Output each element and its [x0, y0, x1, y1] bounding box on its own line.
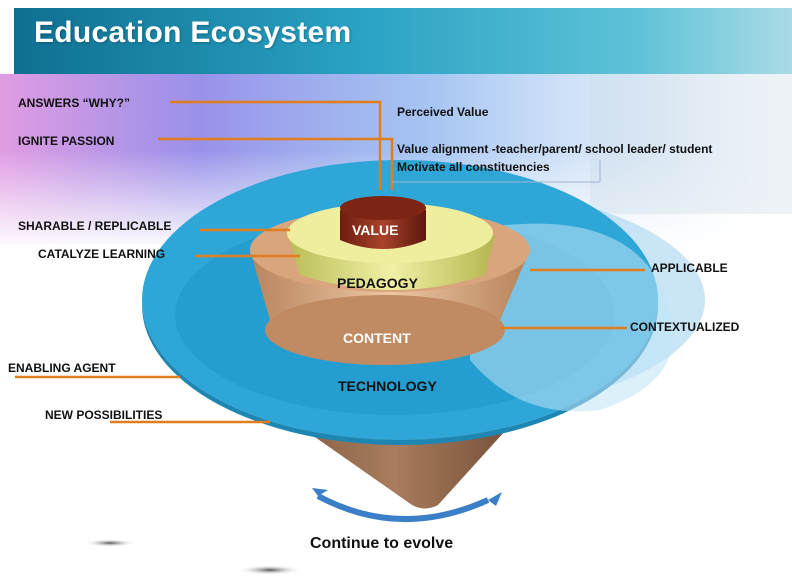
label-enabling-agent: ENABLING AGENT	[8, 361, 116, 375]
label-value-alignment: Value alignment -teacher/parent/ school …	[397, 142, 713, 156]
label-contextualized: CONTEXTUALIZED	[630, 320, 740, 334]
label-answers-why: ANSWERS “WHY?”	[18, 96, 130, 110]
shadow	[84, 539, 136, 547]
label-perceived-value: Perceived Value	[397, 105, 489, 119]
label-ignite-passion: IGNITE PASSION	[18, 134, 115, 148]
value-cylinder	[340, 210, 426, 249]
label-applicable: APPLICABLE	[651, 261, 728, 275]
label-motivate: Motivate all constituencies	[397, 160, 550, 174]
connector-lines	[15, 100, 645, 424]
page-title: Education Ecosystem	[34, 16, 352, 49]
evolve-arrow	[316, 493, 490, 522]
footer-caption: Continue to evolve	[310, 535, 454, 552]
label-sharable-replicable: SHARABLE / REPLICABLE	[18, 219, 172, 233]
layer-value-label: VALUE	[352, 222, 399, 238]
label-new-possibilities: NEW POSSIBILITIES	[45, 408, 163, 422]
connector-answers-why	[170, 100, 382, 190]
layer-technology-label: TECHNOLOGY	[338, 378, 437, 394]
header-banner	[14, 8, 792, 74]
layer-pedagogy-label: PEDAGOGY	[337, 275, 418, 291]
connector-ignite-passion	[158, 137, 394, 190]
label-catalyze-learning: CATALYZE LEARNING	[38, 247, 166, 261]
shadow	[238, 565, 302, 575]
layer-content-label: CONTENT	[343, 330, 411, 346]
